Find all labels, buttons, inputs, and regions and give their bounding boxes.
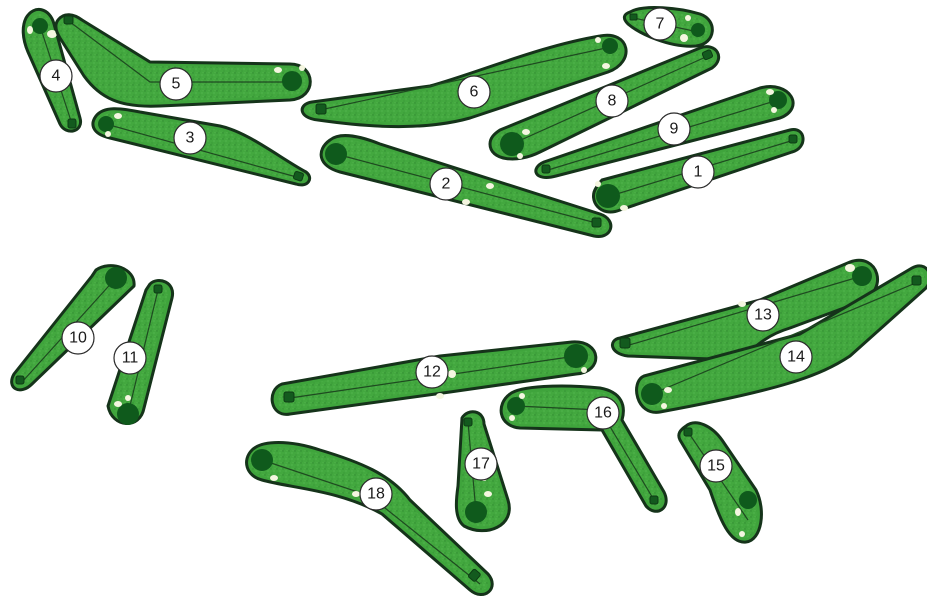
- hole-badge-15[interactable]: 15: [700, 450, 732, 482]
- hole-number-label: 4: [52, 68, 61, 85]
- hole-badge-18[interactable]: 18: [360, 478, 392, 510]
- hole-2[interactable]: [321, 136, 611, 237]
- hole-badge-2[interactable]: 2: [430, 168, 462, 200]
- hole-number-label: 15: [707, 458, 725, 475]
- hole-number-label: 11: [122, 350, 139, 367]
- hole-badge-6[interactable]: 6: [458, 76, 490, 108]
- hole-number-label: 17: [472, 456, 490, 473]
- hole-number-label: 10: [69, 330, 87, 347]
- hole-number-label: 3: [186, 130, 195, 147]
- hole-badge-11[interactable]: 11: [114, 342, 146, 374]
- hole-number-label: 9: [670, 121, 679, 138]
- hole-number-label: 8: [608, 93, 617, 110]
- hole-number-label: 18: [367, 486, 385, 503]
- hole-badge-5[interactable]: 5: [160, 68, 192, 100]
- hole-badge-3[interactable]: 3: [174, 122, 206, 154]
- hole-18[interactable]: [247, 443, 493, 595]
- hole-badge-7[interactable]: 7: [644, 8, 676, 40]
- hole-badge-9[interactable]: 9: [658, 113, 690, 145]
- hole-badge-12[interactable]: 12: [416, 356, 448, 388]
- hole-badge-14[interactable]: 14: [780, 341, 812, 373]
- hole-badge-4[interactable]: 4: [40, 60, 72, 92]
- hole-number-label: 5: [172, 76, 181, 93]
- hole-number-label: 14: [787, 349, 805, 366]
- hole-badge-17[interactable]: 17: [465, 448, 497, 480]
- hole-number-label: 13: [754, 307, 772, 324]
- hole-number-label: 6: [470, 84, 479, 101]
- hole-badge-13[interactable]: 13: [747, 299, 779, 331]
- hole-15[interactable]: [679, 423, 762, 542]
- hole-badge-8[interactable]: 8: [596, 85, 628, 117]
- hole-badge-1[interactable]: 1: [682, 156, 714, 188]
- hole-number-label: 7: [656, 16, 665, 33]
- hole-number-label: 1: [694, 164, 703, 181]
- hole-number-label: 12: [423, 364, 441, 381]
- hole-number-label: 2: [442, 176, 451, 193]
- hole-number-label: 16: [594, 405, 612, 422]
- hole-badge-10[interactable]: 10: [62, 322, 94, 354]
- hole-badge-16[interactable]: 16: [587, 397, 619, 429]
